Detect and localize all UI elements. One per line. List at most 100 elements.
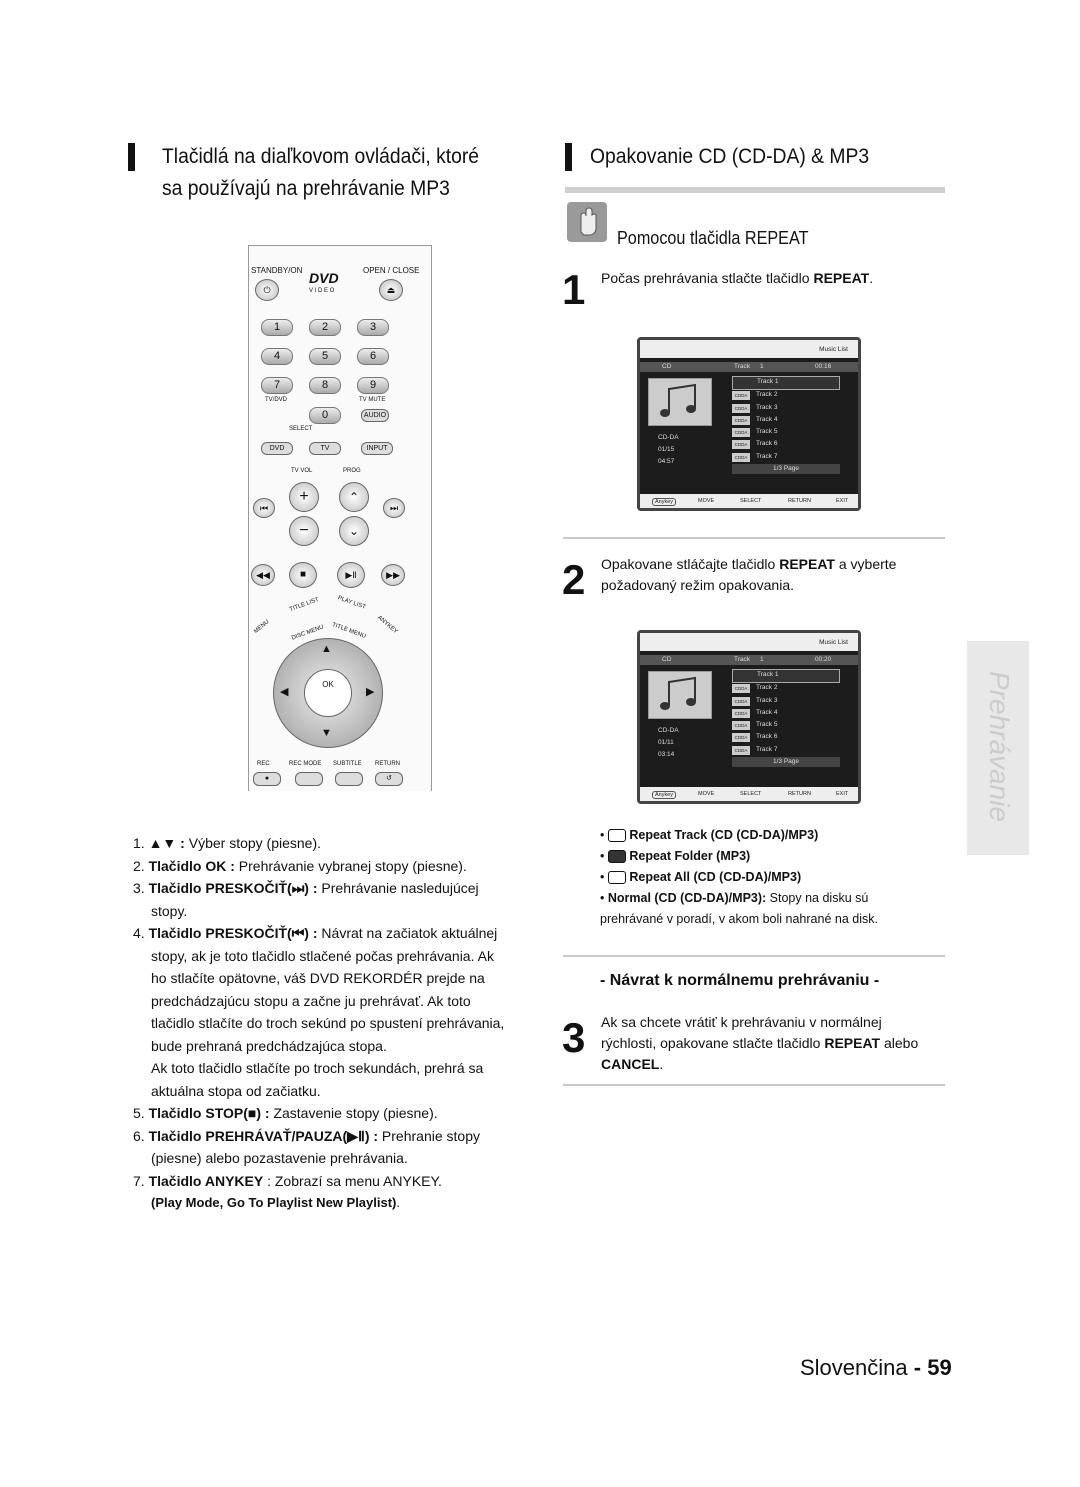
prog-up-button[interactable]: ⌃: [339, 482, 369, 512]
music-list-screen-1: Music List CD Track 1 00:16 CD-DA 01/15 …: [637, 337, 861, 511]
return-button[interactable]: ↺: [375, 772, 403, 786]
rewind-button[interactable]: ◀◀: [251, 564, 275, 586]
right-heading-bar: [565, 143, 572, 171]
page-footer: Slovenčina - 59: [800, 1355, 952, 1380]
ok-button[interactable]: OK: [304, 669, 352, 717]
stop-button[interactable]: ■: [289, 562, 317, 588]
section-tab: Prehrávanie: [967, 641, 1029, 855]
audio-button[interactable]: AUDIO: [361, 409, 389, 422]
input-button[interactable]: INPUT: [361, 442, 393, 455]
fast-forward-button[interactable]: ▶▶: [381, 564, 405, 586]
digit-8-button[interactable]: 8: [309, 377, 341, 394]
list-item: • Normal (CD (CD-DA)/MP3): Stopy na disk…: [600, 891, 878, 926]
time-label: 00:20: [815, 656, 832, 663]
left-heading-line2: sa používajú na prehrávanie MP3: [162, 177, 450, 200]
digit-5-button[interactable]: 5: [309, 348, 341, 365]
subtitle-label: SUBTITLE: [333, 761, 362, 767]
remote-control: STANDBY/ON OPEN / CLOSE ⏻ DVD V I D E O …: [248, 245, 432, 791]
music-list-screen-2: Music List CD Track 1 00:20 CD-DA 01/11 …: [637, 630, 861, 804]
repeat-modes: • Repeat Track (CD (CD-DA)/MP3) • Repeat…: [600, 825, 930, 930]
digit-7-button[interactable]: 7: [261, 377, 293, 394]
power-button[interactable]: ⏻: [255, 279, 279, 301]
list-item: 3. Tlačidlo PRESKOČIŤ(⏭) : Prehrávanie n…: [133, 880, 479, 919]
tv-button[interactable]: TV: [309, 442, 341, 455]
volume-up-button[interactable]: +: [289, 482, 319, 512]
divider: [563, 537, 945, 539]
list-item: • Repeat Track (CD (CD-DA)/MP3): [600, 828, 819, 843]
select-label: SELECT: [289, 426, 313, 432]
track-number: 1: [760, 656, 764, 663]
prog-down-button[interactable]: ⌄: [339, 516, 369, 546]
step-1-number: 1: [562, 266, 586, 313]
play-list-label: PLAY LIST: [336, 595, 367, 611]
standby-label: STANDBY/ON: [251, 266, 303, 275]
music-note-icon: [648, 378, 712, 426]
subtitle-button[interactable]: [335, 772, 363, 786]
rec-mode-label: REC MODE: [289, 761, 322, 767]
skip-forward-button[interactable]: ⏭: [383, 498, 405, 518]
divider: [563, 1084, 945, 1086]
track-label: Track: [734, 363, 751, 370]
eject-button[interactable]: ⏏: [379, 279, 403, 301]
page-indicator: 1/3 Page: [732, 757, 840, 768]
dvd-button[interactable]: DVD: [261, 442, 293, 455]
list-item: 1. ▲▼ : Výber stopy (piesne).: [133, 835, 322, 851]
step-2-text: Opakovane stláčajte tlačidlo REPEAT a vy…: [601, 556, 897, 593]
list-item: 4. Tlačidlo PRESKOČIŤ(⏮) : Návrat na zač…: [133, 925, 505, 1054]
digit-3-button[interactable]: 3: [357, 319, 389, 336]
cd-label: CD: [662, 363, 672, 370]
screen-footer: Anykey MOVE SELECT RETURN EXIT: [640, 494, 858, 508]
list-item[interactable]: Track 1: [732, 669, 840, 684]
video-logo: V I D E O: [309, 288, 335, 294]
list-item: 5. Tlačidlo STOP(■) : Zastavenie stopy (…: [133, 1105, 438, 1121]
track-number: 1: [760, 363, 764, 370]
music-list-title: Music List: [819, 639, 848, 646]
title-list-label: TITLE LIST: [288, 596, 320, 614]
rec-button[interactable]: ●: [253, 772, 281, 786]
nav-right-button[interactable]: ▶: [366, 686, 375, 698]
digit-6-button[interactable]: 6: [357, 348, 389, 365]
list-item: • Repeat Folder (MP3): [600, 849, 751, 864]
play-pause-button[interactable]: ▶Ⅱ: [337, 562, 365, 588]
open-close-label: OPEN / CLOSE: [363, 266, 420, 275]
prog-label: PROG: [343, 468, 361, 474]
music-note-icon: [648, 671, 712, 719]
heading-rule: [565, 187, 945, 193]
skip-back-button[interactable]: ⏮: [253, 498, 275, 518]
digit-2-button[interactable]: 2: [309, 319, 341, 336]
nav-down-button[interactable]: ▼: [321, 727, 332, 739]
digit-1-button[interactable]: 1: [261, 319, 293, 336]
return-label: RETURN: [375, 761, 400, 767]
rec-label: REC: [257, 761, 270, 767]
left-heading-line1: Tlačidlá na diaľkovom ovládači, ktoré: [162, 145, 480, 168]
rec-mode-button[interactable]: [295, 772, 323, 786]
nav-up-button[interactable]: ▲: [321, 643, 332, 655]
digit-0-button[interactable]: 0: [309, 407, 341, 424]
step-3-number: 3: [562, 1014, 586, 1061]
time-label: 00:16: [815, 363, 832, 370]
digit-4-button[interactable]: 4: [261, 348, 293, 365]
repeat-folder-icon: [607, 850, 626, 864]
navigation-ring: ▲ ▼ ◀ ▶ OK: [273, 638, 383, 748]
left-heading-bar: [128, 143, 135, 171]
nav-left-button[interactable]: ◀: [280, 686, 289, 698]
volume-down-button[interactable]: −: [289, 516, 319, 546]
list-item[interactable]: Track 1: [732, 376, 840, 391]
digit-9-button[interactable]: 9: [357, 377, 389, 394]
disc-info: CD-DA 01/11 03:14: [658, 727, 679, 758]
remote-button-list: 1. ▲▼ : Výber stopy (piesne). 2. Tlačidl…: [133, 832, 513, 1215]
